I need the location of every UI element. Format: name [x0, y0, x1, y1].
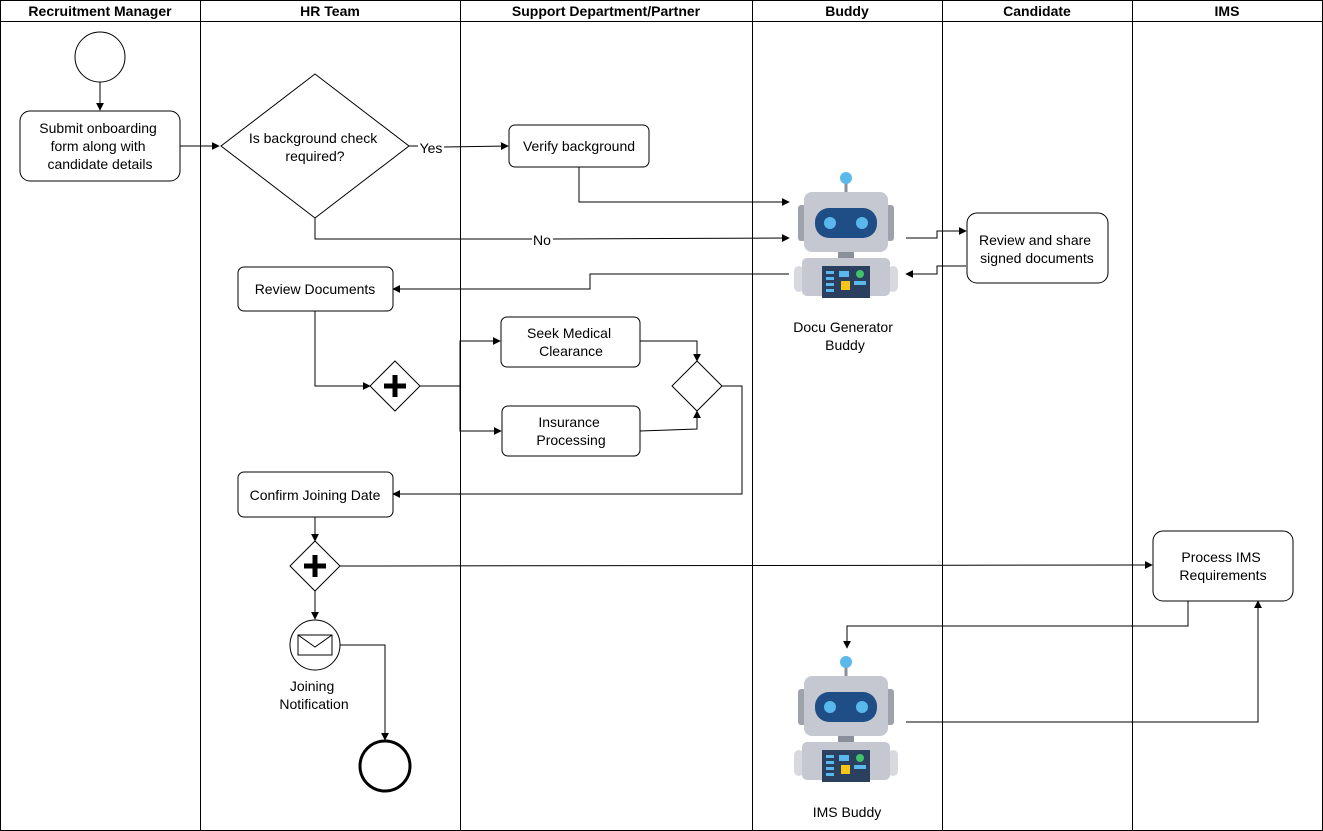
task-label: Verify background — [523, 138, 635, 154]
ims-buddy[interactable]: IMS Buddy — [792, 654, 900, 820]
edge-gateway-to-medical — [420, 337, 501, 387]
edge-decision-no — [314, 218, 789, 239]
edge-notification-to-end — [340, 644, 389, 741]
lane-title-support-department: Support Department/Partner — [512, 3, 701, 19]
decision-label: Is background check required? — [249, 130, 381, 164]
edge-review-docs-to-parallel-gateway — [314, 311, 371, 390]
connectors — [96, 82, 1262, 741]
buddy-label: Docu Generator Buddy — [793, 319, 897, 353]
end-event[interactable] — [358, 739, 412, 793]
edge-verify-to-docu-buddy — [578, 167, 790, 206]
edge-docu-buddy-to-review-docs — [392, 273, 789, 293]
edge-candidate-to-docu-buddy — [905, 265, 966, 278]
task-label: Confirm Joining Date — [250, 487, 381, 503]
merge-gateway[interactable] — [671, 360, 723, 412]
task-confirm-joining-date[interactable]: Confirm Joining Date — [237, 471, 394, 518]
edge-medical-to-merge — [640, 340, 701, 362]
edge-decision-yes — [409, 146, 508, 147]
edge-merge-to-confirm — [392, 385, 743, 498]
plus-icon — [304, 555, 326, 577]
edge-insurance-to-merge — [639, 410, 701, 432]
task-process-ims-requirements[interactable]: Process IMS Requirements — [1152, 530, 1294, 602]
lane-title-recruitment-manager: Recruitment Manager — [28, 3, 172, 19]
docu-generator-buddy[interactable]: Docu Generator Buddy — [792, 170, 900, 353]
task-verify-background[interactable]: Verify background — [508, 124, 650, 168]
start-event[interactable] — [74, 31, 126, 83]
edge-ims-buddy-to-process-ims — [906, 600, 1262, 723]
lane-title-buddy: Buddy — [825, 3, 869, 19]
envelope-icon — [297, 634, 333, 656]
plus-icon — [384, 375, 406, 397]
task-label: Process IMS Requirements — [1179, 549, 1266, 583]
edge-label-yes: Yes — [420, 140, 443, 156]
lane-title-hr-team: HR Team — [300, 3, 360, 19]
edge-gateway-to-process-ims — [339, 561, 1153, 570]
edge-docu-buddy-to-candidate — [906, 227, 967, 239]
task-label: Submit onboarding form along with candid… — [39, 120, 160, 172]
task-label: Review and share signed documents — [979, 232, 1095, 266]
task-label: Review Documents — [255, 281, 376, 297]
parallel-gateway-split[interactable] — [369, 360, 421, 412]
lane-title-ims: IMS — [1215, 3, 1240, 19]
task-seek-medical-clearance[interactable]: Seek Medical Clearance — [500, 316, 641, 368]
robot-icon — [792, 170, 900, 300]
parallel-gateway-fork[interactable] — [289, 540, 341, 592]
task-review-and-share-documents[interactable]: Review and share signed documents — [966, 212, 1109, 284]
buddy-label: IMS Buddy — [813, 804, 881, 820]
lane-title-candidate: Candidate — [1003, 3, 1071, 19]
edge-process-ims-to-ims-buddy — [843, 600, 1189, 649]
task-insurance-processing[interactable]: Insurance Processing — [501, 405, 641, 457]
edge-label-no: No — [533, 232, 551, 248]
task-submit-onboarding-form[interactable]: Submit onboarding form along with candid… — [19, 110, 181, 182]
message-event-joining-notification[interactable]: Joining Notification — [279, 619, 349, 712]
gateway-background-check-decision[interactable]: Is background check required? — [220, 73, 410, 219]
task-label: Insurance Processing — [536, 414, 605, 448]
task-label: Seek Medical Clearance — [527, 325, 615, 359]
task-review-documents[interactable]: Review Documents — [237, 266, 394, 312]
lane-headers: Recruitment Manager HR Team Support Depa… — [28, 3, 1239, 19]
event-label: Joining Notification — [279, 678, 348, 712]
edge-gateway-to-insurance — [459, 386, 502, 435]
robot-icon — [792, 654, 900, 784]
